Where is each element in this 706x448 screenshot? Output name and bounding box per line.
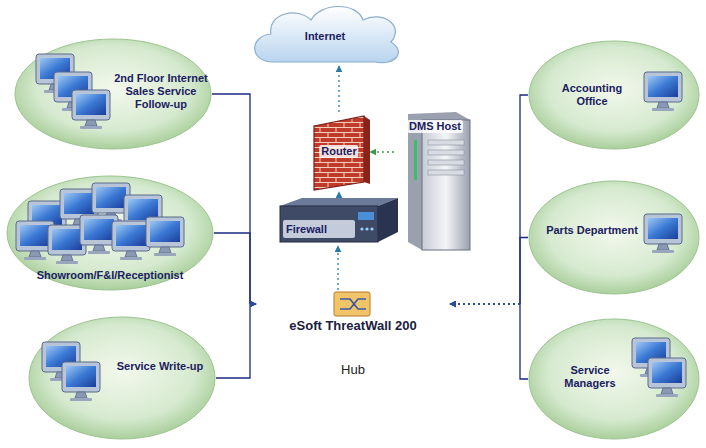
node-shape xyxy=(274,196,402,246)
node-label: Accounting Office xyxy=(546,82,638,108)
workstation-group: Showroom/F&I/Receptionist xyxy=(6,175,214,291)
node-label: DMS Host xyxy=(407,120,463,133)
node-label: Internet xyxy=(245,30,405,43)
ellipse-outline xyxy=(7,176,213,290)
node-label: eSoft ThreatWall 200 xyxy=(256,318,450,334)
router-node: Router xyxy=(308,112,370,192)
server-tower xyxy=(408,112,470,250)
node-label: Router xyxy=(319,145,358,158)
ellipse-outline xyxy=(15,39,211,149)
link-arrow xyxy=(450,303,520,304)
link-arrow xyxy=(338,192,339,196)
network-link xyxy=(450,304,528,379)
node-label: Showroom/F&I/Receptionist xyxy=(14,269,206,282)
computer-icon xyxy=(146,217,184,256)
workstation-group: Service Managers xyxy=(528,318,700,440)
ellipse-outline xyxy=(29,317,215,439)
server-node: DMS Host xyxy=(394,110,476,252)
hub-icon xyxy=(334,292,370,316)
network-link xyxy=(338,246,339,290)
computer-icon xyxy=(644,214,682,253)
node-shape xyxy=(528,180,700,295)
link-arrow xyxy=(450,303,520,304)
node-label: Firewall xyxy=(286,223,352,236)
link-line xyxy=(520,238,528,305)
workstation-group: Parts Department xyxy=(528,180,700,295)
network-link xyxy=(370,152,394,153)
network-link xyxy=(339,66,340,112)
ellipse-outline xyxy=(529,319,699,439)
workstation-group: Accounting Office xyxy=(528,40,700,150)
link-arrow xyxy=(370,151,394,152)
node-label: Service Write-up xyxy=(114,360,206,373)
link-arrow xyxy=(250,303,256,304)
computer-icon xyxy=(62,362,100,401)
node-label: Hub xyxy=(256,362,450,378)
link-arrow xyxy=(450,303,520,304)
computer-icon xyxy=(648,358,686,397)
link-arrow xyxy=(250,303,256,304)
node-label: Parts Department xyxy=(546,224,638,237)
link-line xyxy=(214,233,250,304)
link-line xyxy=(520,95,528,304)
link-arrow xyxy=(338,66,339,112)
brick-wall xyxy=(314,116,364,190)
ellipse-outline xyxy=(529,181,699,294)
link-arrow xyxy=(250,303,256,304)
network-link xyxy=(339,192,340,196)
firewall-appliance xyxy=(280,198,398,242)
node-shape xyxy=(28,316,216,440)
link-line xyxy=(212,94,250,304)
computer-icon xyxy=(644,72,682,111)
computer-icon xyxy=(112,221,150,260)
workstation-group: Service Write-up xyxy=(28,316,216,440)
brick-side xyxy=(364,116,370,184)
node-label: 2nd Floor Internet Sales Service Follow-… xyxy=(114,72,208,111)
workstation-group: 2nd Floor Internet Sales Service Follow-… xyxy=(14,38,212,150)
link-arrow xyxy=(337,246,338,290)
network-link xyxy=(214,233,256,304)
hub-node: eSoft ThreatWall 200Hub xyxy=(256,290,450,382)
node-label: Service Managers xyxy=(544,364,636,390)
cloud-node: Internet xyxy=(245,2,405,66)
link-line xyxy=(520,304,528,379)
network-link xyxy=(212,94,256,304)
computer-icon xyxy=(72,90,110,129)
firewall-node: Firewall xyxy=(274,196,402,246)
network-link xyxy=(216,304,256,378)
ellipse-outline xyxy=(529,41,699,149)
link-line xyxy=(216,304,250,378)
node-shape xyxy=(528,40,700,150)
